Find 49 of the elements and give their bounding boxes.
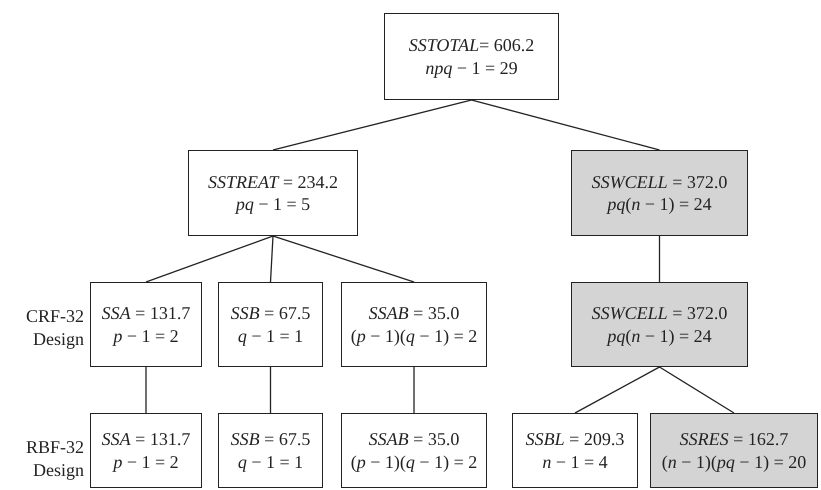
- connector-line: [413, 367, 415, 413]
- sum-of-squares: SSRES = 162.7: [680, 428, 788, 450]
- shaded-box: [650, 413, 818, 488]
- degrees-of-freedom: p − 1 = 2: [113, 450, 179, 473]
- process-box: [90, 282, 202, 367]
- sum-of-squares: SSB = 67.5: [230, 428, 310, 450]
- degrees-of-freedom: pq(n − 1) = 24: [607, 193, 712, 216]
- process-box: [512, 413, 638, 488]
- sum-of-squares: SSBL = 209.3: [526, 428, 624, 450]
- degrees-of-freedom: (p − 1)(q − 1) = 2: [350, 324, 478, 347]
- sum-of-squares: SSA = 131.7: [102, 428, 190, 450]
- sum-of-squares: SSB = 67.5: [230, 302, 310, 324]
- sum-of-squares: SSA = 131.7: [102, 302, 190, 324]
- connector-line: [471, 99, 660, 151]
- degrees-of-freedom: q − 1 = 1: [238, 450, 304, 473]
- process-box: [341, 282, 487, 367]
- degrees-of-freedom: npq − 1 = 29: [425, 56, 518, 79]
- process-box: [218, 282, 323, 367]
- connector-line: [659, 366, 734, 414]
- sum-of-squares: SSAB = 35.0: [368, 302, 460, 324]
- connector-line: [272, 99, 472, 151]
- degrees-of-freedom: n − 1 = 4: [542, 450, 608, 473]
- process-box: [188, 150, 358, 236]
- sum-of-squares: SSTREAT = 234.2: [208, 170, 338, 193]
- connector-line: [270, 367, 272, 413]
- sum-of-squares: SSAB = 35.0: [368, 428, 460, 450]
- degrees-of-freedom: (n − 1)(pq − 1) = 20: [662, 450, 806, 473]
- degrees-of-freedom: pq − 1 = 5: [236, 193, 310, 216]
- shaded-box: [571, 150, 748, 236]
- connector-line: [145, 367, 147, 413]
- connector-line: [146, 235, 274, 283]
- process-box: [90, 413, 202, 488]
- degrees-of-freedom: pq(n − 1) = 24: [607, 324, 712, 347]
- connector-line: [272, 235, 414, 283]
- design-label: CRF-32 Design: [24, 305, 84, 350]
- process-box: [218, 413, 323, 488]
- degrees-of-freedom: p − 1 = 2: [113, 324, 179, 347]
- connector-line: [574, 366, 660, 414]
- process-box: [384, 13, 559, 100]
- sum-of-squares: SSWCELL = 372.0: [592, 170, 728, 193]
- connector-line: [658, 236, 660, 282]
- connector-line: [270, 236, 274, 282]
- shaded-box: [571, 282, 748, 367]
- sum-of-squares: SSWCELL = 372.0: [592, 302, 728, 324]
- process-box: [341, 413, 487, 488]
- degrees-of-freedom: q − 1 = 1: [238, 324, 304, 347]
- degrees-of-freedom: (p − 1)(q − 1) = 2: [350, 450, 478, 473]
- sum-of-squares: SSTOTAL= 606.2: [408, 34, 534, 56]
- design-label: RBF-32 Design: [24, 436, 84, 481]
